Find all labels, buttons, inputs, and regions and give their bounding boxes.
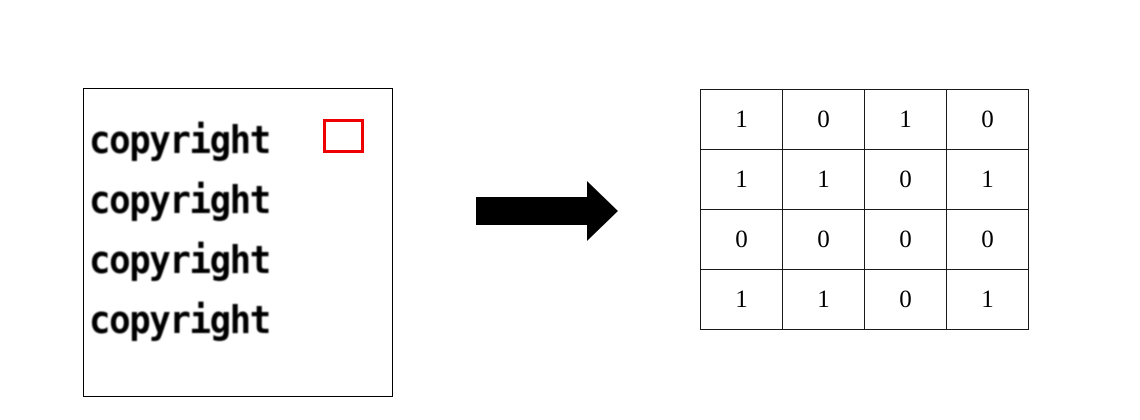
- matrix-cell: 0: [864, 269, 947, 330]
- table-row: 0 0 0 0: [700, 209, 1029, 270]
- document-text-line: copyright: [89, 118, 271, 162]
- binary-matrix-table: 1 0 1 0 1 1 0 1 0 0 0 0 1 1 0 1: [700, 89, 1029, 330]
- character-highlight-rectangle: [323, 119, 364, 153]
- matrix-cell: 0: [946, 89, 1029, 150]
- matrix-cell: 1: [946, 149, 1029, 210]
- matrix-cell: 0: [782, 209, 865, 270]
- matrix-cell: 1: [782, 149, 865, 210]
- transform-arrow-icon: [476, 181, 618, 241]
- matrix-cell: 0: [946, 209, 1029, 270]
- document-text-line: copyright: [89, 298, 271, 342]
- arrow-shape: [476, 181, 618, 241]
- matrix-cell: 1: [700, 269, 783, 330]
- matrix-cell: 1: [700, 89, 783, 150]
- table-row: 1 0 1 0: [700, 89, 1029, 150]
- matrix-cell: 0: [782, 89, 865, 150]
- document-text-line: copyright: [89, 178, 271, 222]
- table-row: 1 1 0 1: [700, 269, 1029, 330]
- document-text-line: copyright: [89, 238, 271, 282]
- matrix-cell: 0: [700, 209, 783, 270]
- matrix-cell: 1: [946, 269, 1029, 330]
- matrix-cell: 1: [864, 89, 947, 150]
- matrix-cell: 1: [700, 149, 783, 210]
- matrix-cell: 0: [864, 149, 947, 210]
- scanned-document-panel: copyright copyright copyright copyright: [83, 88, 393, 397]
- matrix-cell: 1: [782, 269, 865, 330]
- table-row: 1 1 0 1: [700, 149, 1029, 210]
- matrix-cell: 0: [864, 209, 947, 270]
